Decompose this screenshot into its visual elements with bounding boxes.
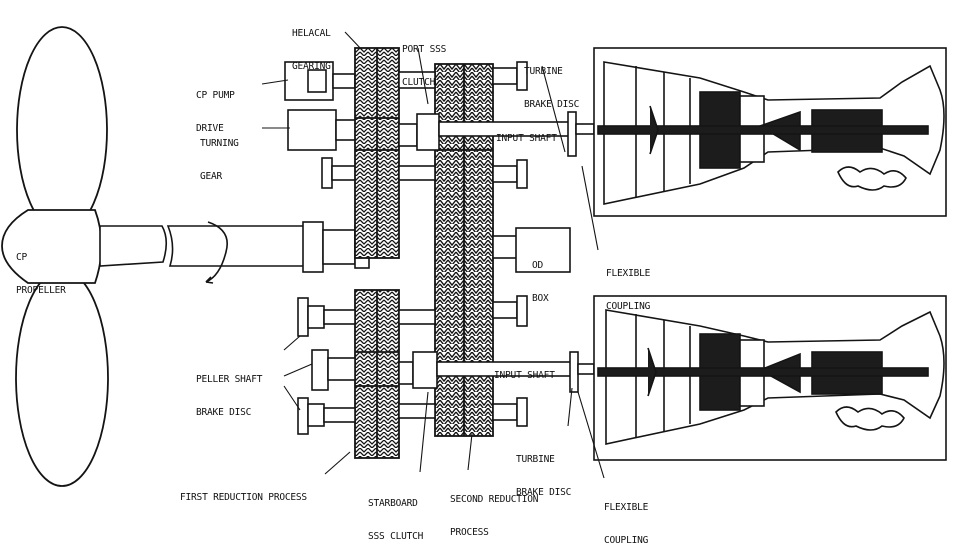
propeller-blade-top <box>16 26 108 234</box>
upper-shaft-train <box>398 61 571 273</box>
label-line: CP <box>16 252 28 263</box>
label-line: INPUT SHAFT <box>496 133 557 144</box>
propulsion-schematic <box>1 26 947 487</box>
label-line: BOX <box>532 293 549 304</box>
lower-brake-discs <box>297 297 356 435</box>
label-input-shaft-top: INPUT SHAFT <box>496 111 557 155</box>
turning-gear <box>287 109 357 151</box>
label-line: COUPLING <box>604 535 649 546</box>
propeller-shaft <box>99 221 370 284</box>
first-reduction-gears <box>354 47 400 459</box>
label-line: TURBINE <box>516 454 555 465</box>
gearbox-diagram: HELACAL GEARING PORT SSS CLUTCH TURBINE … <box>1 6 947 546</box>
label-first-reduction-process: FIRST REDUCTION PROCESS <box>180 470 307 514</box>
label-line: BRAKE DISC <box>516 487 572 498</box>
label-helical-gearing: HELACAL GEARING <box>292 6 331 83</box>
label-line: SECOND REDUCTION <box>450 494 539 505</box>
label-line: PROCESS <box>450 527 489 538</box>
label-line: GEARING <box>292 61 331 72</box>
label-cp-pump-drive: CP PUMP DRIVE <box>196 68 235 145</box>
second-reduction-gears <box>434 63 494 437</box>
label-od-box: OD BOX <box>532 238 549 315</box>
label-line: TURBINE <box>524 66 563 77</box>
label-line: SSS CLUTCH <box>368 531 424 542</box>
label-flexible-coupling-bottom: FLEXIBLE COUPLING <box>604 480 648 557</box>
label-input-shaft-bottom: INPUT SHAFT <box>494 348 555 392</box>
gas-turbine-top <box>593 47 947 217</box>
gas-turbine-bottom <box>593 295 947 461</box>
label-line: CP PUMP <box>196 90 235 101</box>
label-line: GEAR <box>200 171 223 182</box>
label-line: CLUTCH <box>402 77 436 88</box>
label-line: INPUT SHAFT <box>494 370 555 381</box>
label-line: BRAKE DISC <box>196 407 252 418</box>
label-flexible-coupling-top: FLEXIBLE COUPLING <box>606 246 650 323</box>
label-line: FLEXIBLE <box>606 268 651 279</box>
label-line: PROPELLER <box>16 285 66 296</box>
label-turning-gear: TURNING GEAR <box>200 116 239 193</box>
label-turbine-brake-disc-bottom: TURBINE BRAKE DISC <box>516 432 571 509</box>
label-starboard-sss-clutch: STARBOARD SSS CLUTCH <box>368 476 423 553</box>
leader-lines <box>261 31 605 479</box>
upper-idler-shaft <box>321 157 357 189</box>
label-line: DRIVE <box>196 123 224 134</box>
label-line: PELLER SHAFT <box>196 374 263 385</box>
cp-propeller <box>1 26 109 487</box>
label-line: BRAKE DISC <box>524 99 580 110</box>
label-line: HELACAL <box>292 28 331 39</box>
lower-shaft-train <box>398 295 528 427</box>
label-line: TURNING <box>200 138 239 149</box>
label-line: COUPLING <box>606 301 651 312</box>
label-line: OD <box>532 260 544 271</box>
label-second-reduction-process: SECOND REDUCTION PROCESS <box>450 472 539 549</box>
cp-pump-drive <box>284 61 356 101</box>
label-line: FIRST REDUCTION PROCESS <box>180 492 307 503</box>
label-line: STARBOARD <box>368 498 418 509</box>
label-peller-shaft-brake-disc: PELLER SHAFT BRAKE DISC <box>196 352 262 429</box>
label-port-sss-clutch: PORT SSS CLUTCH <box>402 22 446 99</box>
input-shaft-bottom <box>436 351 595 393</box>
label-cp-propeller: CP PROPELLER <box>16 230 66 307</box>
label-turbine-brake-disc-top: TURBINE BRAKE DISC <box>524 44 579 121</box>
label-line: PORT SSS <box>402 44 447 55</box>
input-shaft-top <box>438 111 595 157</box>
